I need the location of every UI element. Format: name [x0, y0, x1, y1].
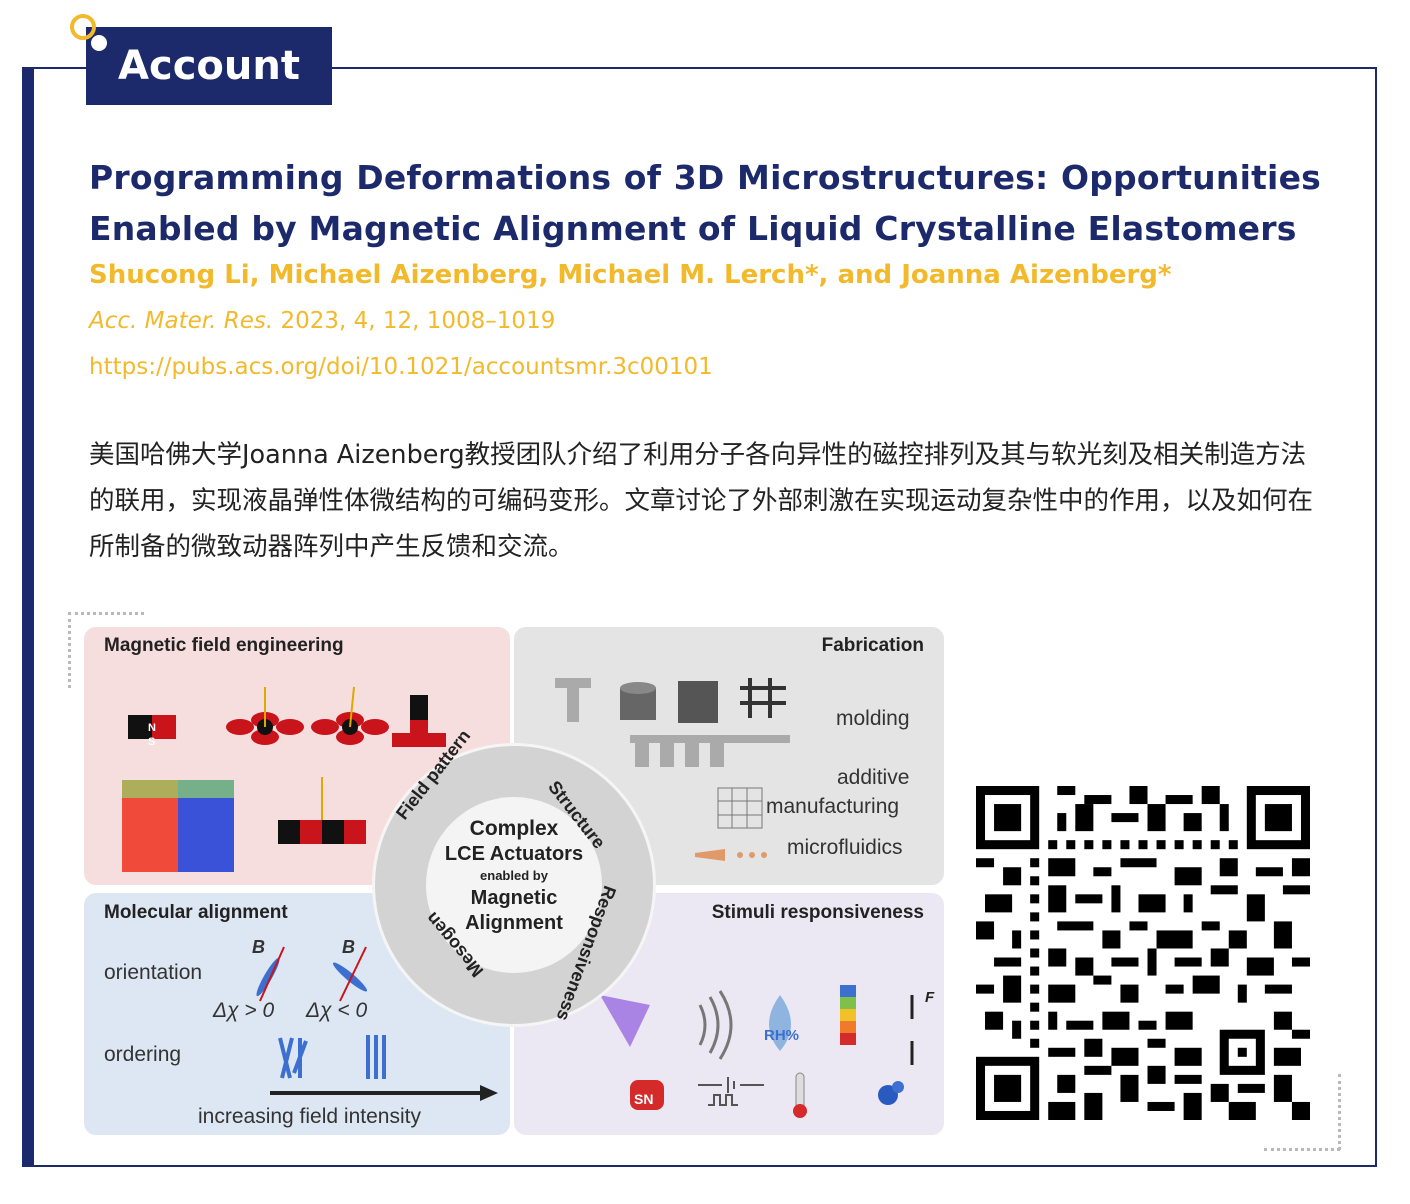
stimuli-label-force: F — [925, 989, 935, 1006]
dotted-corner-bottom-right — [1264, 1148, 1340, 1151]
ordered-rods-icon — [366, 1035, 386, 1079]
fab-label-microfluidics: microfluidics — [787, 836, 903, 859]
center-inner-circle — [426, 797, 602, 973]
journal-name: Acc. Mater. Res. — [89, 308, 274, 334]
mol-label-ordering: ordering — [104, 1043, 182, 1066]
mol-label-chi-positive: Δχ > 0 — [213, 999, 275, 1022]
center-line-5: Alignment — [465, 912, 563, 934]
frame-right-border — [1375, 67, 1377, 1166]
stacked-magnet-icon — [392, 695, 446, 747]
grid-icon — [740, 678, 786, 718]
mol-label-increasing-field: increasing field intensity — [198, 1105, 421, 1128]
color-scale-icon — [840, 985, 856, 1045]
dotted-corner-top-left — [68, 612, 144, 615]
doi-link[interactable]: https://pubs.acs.org/doi/10.1021/account… — [89, 354, 713, 380]
field-heatmap-icon — [122, 780, 234, 872]
account-badge-label: Account — [118, 43, 300, 89]
fab-label-additive: additive — [837, 766, 910, 789]
stimuli-label-magnet: SN — [634, 1091, 654, 1107]
mol-label-field-b-1: B — [252, 937, 265, 957]
magnet-badge-icon — [630, 1080, 664, 1110]
block-icon — [678, 681, 718, 723]
disordered-rods-icon — [278, 1037, 308, 1079]
badge-ring-icon — [70, 14, 96, 40]
citation-details: 2023, 4, 12, 1008–1019 — [273, 308, 556, 334]
light-icon — [600, 995, 650, 1047]
article-authors: Shucong Li, Michael Aizenberg, Michael M… — [89, 260, 1172, 290]
thermometer-icon — [793, 1072, 807, 1118]
mol-label-field-b-2: B — [342, 937, 355, 957]
fab-label-molding: molding — [836, 707, 910, 730]
molecular-illustrations — [256, 946, 498, 1101]
panel-title-molecular: Molecular alignment — [104, 902, 288, 923]
magnet-label-s: S — [148, 736, 155, 748]
center-line-4: Magnetic — [470, 887, 558, 909]
circuit-icon — [698, 1077, 764, 1106]
frame-bottom-border — [22, 1165, 1377, 1167]
cylinder-icon — [620, 682, 656, 720]
article-citation: Acc. Mater. Res. 2023, 4, 12, 1008–1019 — [89, 304, 555, 338]
qr-code-icon[interactable] — [976, 786, 1310, 1120]
center-line-2: LCE Actuators — [444, 843, 584, 865]
dotted-corner-top-left-vertical — [68, 612, 71, 688]
fab-label-manufacturing: manufacturing — [766, 795, 900, 818]
mold-icon — [630, 735, 790, 767]
rod-positive-icon — [256, 946, 285, 1002]
bar-magnet-icon — [128, 715, 176, 739]
frame-left-bar — [22, 67, 34, 1167]
graphical-abstract: Magnetic field engineering Fabrication M… — [80, 625, 946, 1137]
magnetic-illustrations: N S — [122, 686, 446, 872]
article-title: Programming Deformations of 3D Microstru… — [89, 158, 1321, 248]
account-badge: Account — [86, 27, 332, 105]
quadrupole-magnet-icon-2 — [311, 686, 389, 745]
stimuli-label-humidity: RH% — [764, 1027, 800, 1044]
chemical-icon — [878, 1081, 904, 1105]
rod-negative-icon — [332, 946, 368, 1002]
panel-title-magnetic: Magnetic field engineering — [104, 635, 344, 656]
field-arrow-icon — [270, 1085, 498, 1101]
microfluidic-nozzle-icon — [695, 849, 767, 861]
center-line-1: Complex — [469, 817, 559, 840]
humidity-drop-icon — [769, 995, 791, 1051]
mol-label-orientation: orientation — [104, 961, 203, 984]
dotted-corner-bottom-right-vertical — [1338, 1074, 1341, 1150]
panel-title-fabrication: Fabrication — [821, 635, 924, 656]
magnet-label-n: N — [148, 722, 156, 734]
t-shape-icon — [555, 678, 591, 722]
quadrupole-magnet-icon — [226, 687, 304, 745]
article-summary: 美国哈佛大学Joanna Aizenberg教授团队介绍了利用分子各向异性的磁控… — [89, 440, 1314, 562]
fabrication-illustrations — [555, 678, 790, 861]
paired-bar-magnet-icon — [278, 777, 366, 844]
panel-title-stimuli: Stimuli responsiveness — [711, 902, 924, 923]
sound-icon — [698, 990, 733, 1060]
lattice-icon — [717, 787, 763, 829]
frame-top-border — [22, 67, 1377, 69]
badge-dot-icon — [91, 35, 107, 51]
center-line-3: enabled by — [480, 868, 548, 883]
stimuli-illustrations — [600, 985, 914, 1118]
mol-label-chi-negative: Δχ < 0 — [306, 999, 368, 1022]
